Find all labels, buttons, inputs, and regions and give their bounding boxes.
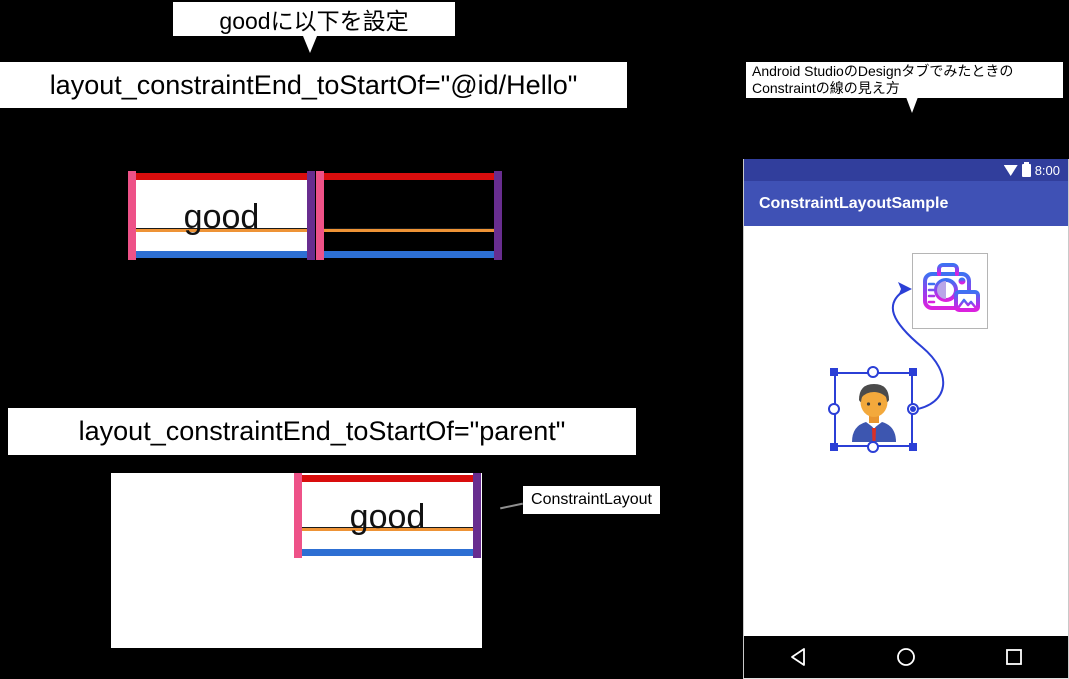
top-anchor-bar xyxy=(302,475,473,482)
end-anchor-bar xyxy=(307,171,315,260)
pointer-tail-icon xyxy=(303,36,317,53)
bottom-anchor-bar xyxy=(302,549,473,556)
person-avatar-icon[interactable] xyxy=(844,378,904,442)
home-circle-icon[interactable] xyxy=(896,647,916,667)
battery-icon xyxy=(1021,161,1031,177)
good-textview-label: good xyxy=(183,198,260,236)
end-anchor-bar xyxy=(494,171,502,260)
code-label-hello-text: layout_constraintEnd_toStartOf="@id/Hell… xyxy=(49,69,578,100)
top-anchor-bar xyxy=(324,173,494,180)
app-bar: ConstraintLayoutSample xyxy=(744,181,1068,226)
bottom-anchor-bar xyxy=(324,251,494,258)
design-tab-callout-line1: Android StudioのDesignタブでみたときの xyxy=(752,63,1014,79)
status-bar: 8:00 xyxy=(744,159,1068,181)
status-time: 8:00 xyxy=(1034,162,1060,178)
hello-textview-box xyxy=(316,171,502,260)
constraint-anchor-start[interactable] xyxy=(828,403,840,415)
good-textview-box-parent: good xyxy=(294,473,481,558)
constraint-anchor-bottom[interactable] xyxy=(867,441,879,453)
resize-handle-bottom-right[interactable] xyxy=(909,443,917,451)
camera-imageview[interactable] xyxy=(912,253,988,329)
pointer-tail-icon xyxy=(906,97,918,113)
good-textview-box: good xyxy=(128,171,315,260)
camera-image-icon xyxy=(923,263,980,312)
start-anchor-bar xyxy=(294,473,302,558)
constraint-curve xyxy=(891,282,945,411)
top-anchor-bar xyxy=(136,173,307,180)
back-triangle-icon[interactable] xyxy=(789,647,809,667)
code-label-hello: layout_constraintEnd_toStartOf="@id/Hell… xyxy=(0,62,627,108)
design-surface xyxy=(744,226,1068,636)
good-textview-background xyxy=(136,173,307,258)
resize-handle-bottom-left[interactable] xyxy=(830,443,838,451)
person-imageview-selection xyxy=(828,366,919,453)
tooltip-good-setting-label: goodに以下を設定 xyxy=(219,8,409,34)
good-textview-background xyxy=(302,475,473,556)
tooltip-good-setting: goodに以下を設定 xyxy=(173,2,455,36)
constraint-anchor-end[interactable] xyxy=(907,403,919,415)
end-anchor-bar xyxy=(473,473,481,558)
constraintlayout-callout-label: ConstraintLayout xyxy=(531,491,652,508)
start-anchor-bar xyxy=(316,171,324,260)
bottom-anchor-bar xyxy=(136,251,307,258)
constraintlayout-callout: ConstraintLayout xyxy=(523,486,660,514)
code-label-parent: layout_constraintEnd_toStartOf="parent" xyxy=(8,408,636,455)
baseline-indicator xyxy=(302,527,473,531)
recents-square-icon[interactable] xyxy=(1004,647,1024,667)
android-device-preview: 8:00 ConstraintLayoutSample xyxy=(743,159,1069,679)
code-label-parent-text: layout_constraintEnd_toStartOf="parent" xyxy=(78,416,566,446)
app-bar-title: ConstraintLayoutSample xyxy=(759,194,949,212)
hello-textview-background xyxy=(324,173,494,258)
baseline-indicator xyxy=(324,228,494,232)
resize-handle-top-right[interactable] xyxy=(909,368,917,376)
good-textview-label: good xyxy=(349,498,426,536)
design-tab-callout-line2: Constraintの線の見え方 xyxy=(752,80,900,96)
start-anchor-bar xyxy=(128,171,136,260)
baseline-indicator xyxy=(136,228,307,232)
callout-connector-line xyxy=(500,502,523,510)
navigation-bar xyxy=(744,636,1068,678)
wifi-icon xyxy=(1003,164,1018,176)
resize-handle-top-left[interactable] xyxy=(830,368,838,376)
constraint-anchor-top[interactable] xyxy=(867,366,879,378)
design-tab-callout: Android StudioのDesignタブでみたときの Constraint… xyxy=(746,62,1063,98)
